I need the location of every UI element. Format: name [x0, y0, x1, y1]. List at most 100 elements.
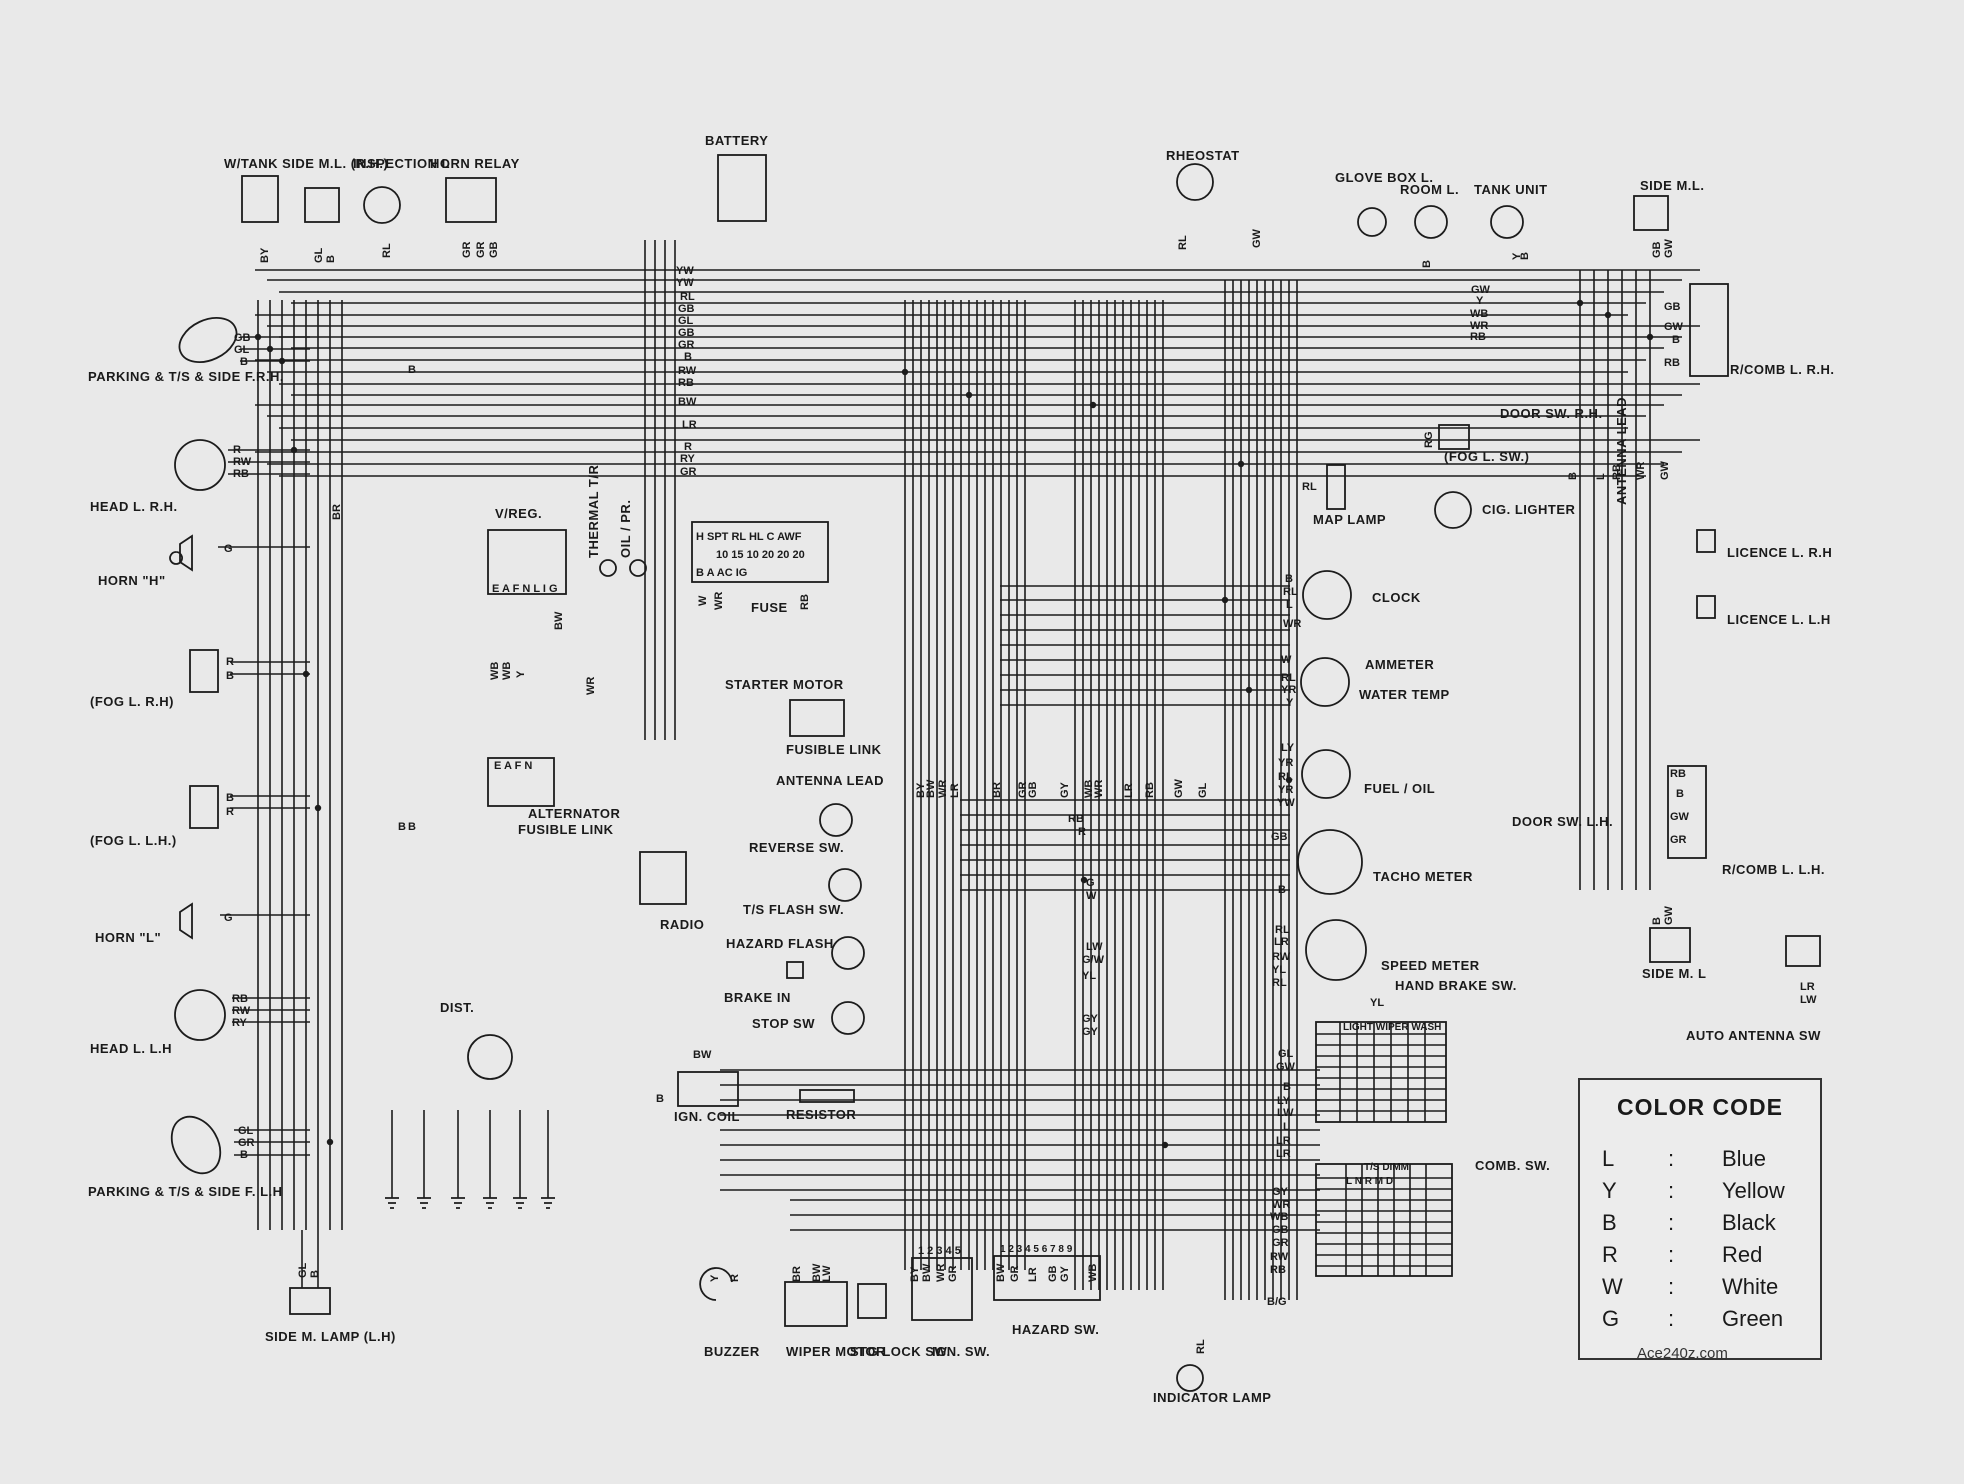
label-parking-ts-frh: PARKING & T/S & SIDE F.R.H.	[88, 369, 284, 384]
wire-code-label: GR	[1670, 834, 1687, 846]
wire-code-label: R	[684, 441, 692, 453]
wire-code-label-vertical: GL	[1197, 782, 1209, 798]
label-licence-rh: LICENCE L. R.H	[1727, 545, 1832, 560]
label-horn-l: HORN "L"	[95, 930, 161, 945]
wire-code-label-vertical: RL	[381, 243, 393, 258]
wire-code-label-vertical: GY	[1059, 781, 1071, 798]
wire-code-label-vertical: GW	[1663, 238, 1675, 258]
label-side-ml: SIDE M.L.	[1640, 178, 1704, 193]
label-ammeter: AMMETER	[1365, 657, 1434, 672]
ground-symbol	[451, 1197, 465, 1209]
label-fog-l-sw: (FOG L. SW.)	[1444, 449, 1529, 464]
wire-code-label: B	[240, 356, 248, 368]
junction-dot	[1221, 596, 1229, 604]
label-ts-flash-sw: T/S FLASH SW.	[743, 902, 844, 917]
junction-dot	[1604, 311, 1612, 319]
resistor-symbol	[799, 1089, 855, 1103]
wire-code-label: WR	[1283, 618, 1301, 630]
wire-code-label: GW	[1670, 811, 1690, 823]
wire-code-label-vertical: B	[1651, 917, 1663, 925]
component-symbols	[169, 154, 1821, 1392]
wire-code-label: GB	[678, 303, 695, 315]
comb-sw-light-wiper-header: LIGHT WIPER WASH	[1343, 1022, 1441, 1033]
label-door-sw-lh: DOOR SW. L.H.	[1512, 814, 1613, 829]
wire-code-label: GY	[1082, 1013, 1099, 1025]
ts-flash-switch	[828, 868, 862, 902]
comb-sw-ts-cols: L N R M D	[1346, 1176, 1393, 1187]
ignition-switch-table	[911, 1257, 973, 1321]
wire-code-label-vertical: LW	[821, 1265, 833, 1282]
wire-code-label: YW	[676, 265, 694, 277]
wire-code-label-vertical: GW	[1173, 778, 1185, 798]
junction-dot	[1161, 1141, 1169, 1149]
wire-code-label: WR	[1470, 320, 1488, 332]
wire-code-label-vertical: BW	[811, 1263, 823, 1282]
label-dist: DIST.	[440, 1000, 474, 1015]
wire-code-label: LY	[1277, 1095, 1291, 1107]
wire-code-label-vertical: BY	[915, 782, 927, 798]
wire-code-label: LR	[1276, 1135, 1291, 1147]
wire-code-label: G	[224, 543, 233, 555]
licence-lamp-rh	[1696, 529, 1716, 553]
wire-code-label: LW	[1800, 994, 1817, 1006]
reverse-switch	[819, 803, 853, 837]
wire-code-label: W	[1281, 654, 1292, 666]
wire-code-label: GL	[1278, 1048, 1294, 1060]
wire-code-label-vertical: RB	[1144, 782, 1156, 798]
wire-code-label: RL	[680, 291, 695, 303]
legend-color-name: Green	[1722, 1306, 1784, 1331]
ground-symbol	[541, 1197, 555, 1209]
wire-code-label: B	[1278, 884, 1286, 896]
wiper-motor-box	[784, 1281, 848, 1327]
label-alternator: ALTERNATOR	[528, 806, 620, 821]
brake-warning	[786, 961, 804, 979]
ignition-coil	[677, 1071, 739, 1107]
wire-code-label-vertical: GB	[1047, 1265, 1059, 1282]
junction-dot	[314, 804, 322, 812]
room-lamp	[1414, 205, 1448, 239]
wire-code-label: BW	[678, 396, 697, 408]
wire-code-label: Y	[1476, 295, 1484, 307]
label-auto-antenna-sw: AUTO ANTENNA SW	[1686, 1028, 1821, 1043]
wire-code-label-vertical: BR	[791, 1266, 803, 1282]
legend-row: G: Green	[1602, 1306, 1784, 1331]
wire-code-label-vertical: GB	[1651, 241, 1663, 258]
label-antenna-lead-vertical: ANTENNA LEAD	[1614, 397, 1629, 505]
label-clock: CLOCK	[1372, 590, 1421, 605]
wire-code-label-vertical: WR	[585, 677, 597, 695]
junction-dot	[1646, 333, 1654, 341]
label-map-lamp: MAP LAMP	[1313, 512, 1386, 527]
legend-color-name: Blue	[1722, 1146, 1767, 1171]
wire-code-label-vertical: GR	[461, 241, 473, 258]
label-battery: BATTERY	[705, 133, 768, 148]
battery-box	[717, 154, 767, 222]
legend-row: B: Black	[1602, 1210, 1776, 1235]
wire-code-label: YL	[1082, 970, 1096, 982]
wire-code-label-vertical: GL	[313, 247, 325, 263]
wire-code-label: YR	[1278, 757, 1293, 769]
starter-motor	[789, 699, 845, 737]
glove-box-lamp	[1357, 207, 1387, 237]
label-cig-lighter: CIG. LIGHTER	[1482, 502, 1576, 517]
junction-dot	[901, 368, 909, 376]
wire-code-label: B	[1285, 573, 1293, 585]
label-side-m-lamp-lh: SIDE M. LAMP (L.H)	[265, 1329, 396, 1344]
label-head-l-lh: HEAD L. L.H	[90, 1041, 172, 1056]
label-door-sw-rh: DOOR SW. R.H.	[1500, 406, 1603, 421]
wire-harness	[218, 240, 1700, 1300]
wire-code-label: YW	[1277, 797, 1295, 809]
wire-code-label: GR	[1272, 1237, 1289, 1249]
label-licence-lh: LICENCE L. L.H	[1727, 612, 1831, 627]
buzzer-symbol	[699, 1267, 733, 1301]
wire-code-label: RW	[678, 365, 697, 377]
thermal-transmitter	[599, 559, 617, 577]
label-rcomb-l-lh: R/COMB L. L.H.	[1722, 862, 1825, 877]
wire-code-label: LR	[1274, 936, 1289, 948]
wire-code-label: LR	[682, 419, 697, 431]
wire-code-label-vertical: B	[1567, 472, 1579, 480]
wire-code-label-vertical: BR	[991, 782, 1003, 798]
wire-code-label-vertical: B	[1519, 252, 1531, 260]
wire-code-label: GY	[1082, 1026, 1099, 1038]
wire-code-label-vertical: W	[697, 595, 709, 606]
rheostat-symbol	[1176, 163, 1214, 201]
